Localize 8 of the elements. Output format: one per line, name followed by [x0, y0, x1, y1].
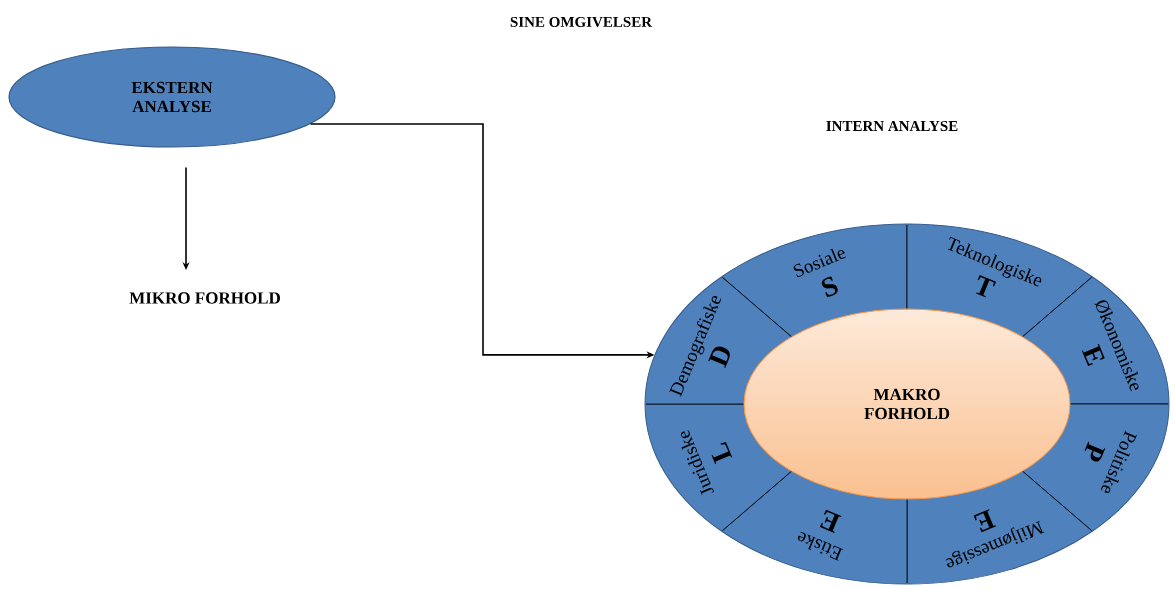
- heading: INTERN ANALYSE: [826, 120, 958, 132]
- wheel-segment: Etiske E: [722, 469, 908, 584]
- node-label: S: [821, 276, 838, 297]
- label-text: MIKRO FORHOLD: [129, 292, 280, 304]
- title: SINE OMGIVELSER: [510, 16, 653, 28]
- node-label: Etiske: [797, 532, 844, 561]
- node-label: E: [819, 509, 842, 533]
- node-label: Sosiale: [793, 248, 846, 278]
